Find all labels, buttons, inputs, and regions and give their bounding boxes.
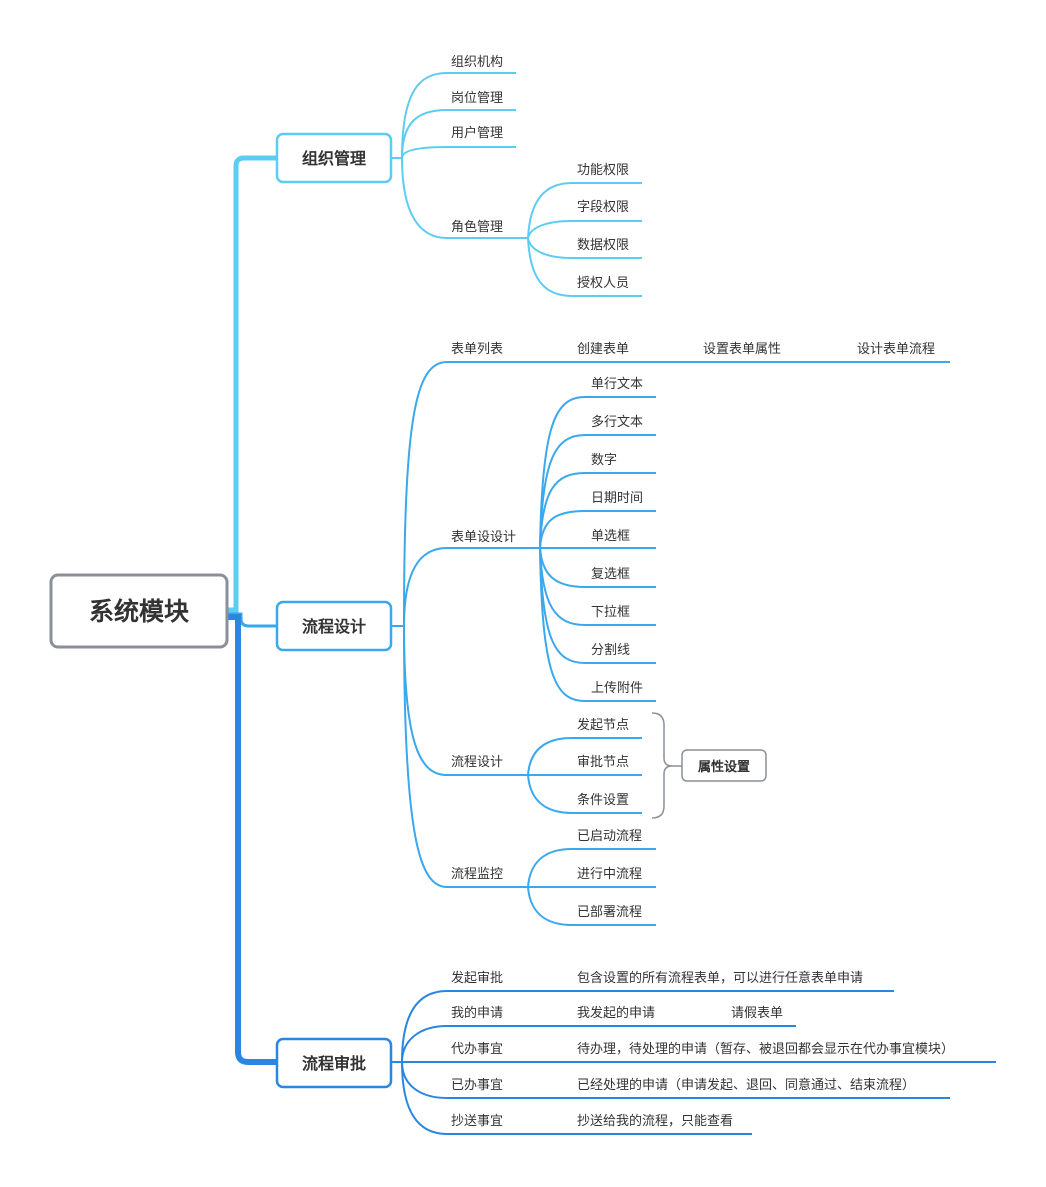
field-checkbox[interactable]: 复选框 <box>591 567 630 582</box>
topic-auth-users[interactable]: 授权人员 <box>577 275 629 291</box>
topic-initiate[interactable]: 发起审批 <box>451 970 503 986</box>
topic-role-mgmt[interactable]: 角色管理 <box>451 219 503 235</box>
topic-form-props[interactable]: 设置表单属性 <box>703 342 781 357</box>
topic-process-design[interactable]: 流程设计 <box>451 755 503 770</box>
connector-monitor-2 <box>527 886 656 926</box>
topic-my-requests[interactable]: 我的申请 <box>451 1005 503 1021</box>
topic-func-perm[interactable]: 功能权限 <box>577 162 629 178</box>
desc-my-requests[interactable]: 我发起的申请 <box>577 1005 655 1021</box>
org-node[interactable]: 组织管理 <box>275 132 393 184</box>
topic-form-design[interactable]: 表单设设计 <box>451 530 516 545</box>
root-label: 系统模块 <box>89 597 189 626</box>
summary-bracket <box>651 712 682 819</box>
connector-field-3 <box>539 510 656 549</box>
connector-field-0 <box>539 396 656 549</box>
node-approve[interactable]: 审批节点 <box>577 755 629 770</box>
field-datetime[interactable]: 日期时间 <box>591 491 643 506</box>
connector-monitor <box>403 625 528 888</box>
field-multi-text[interactable]: 多行文本 <box>591 414 643 430</box>
root-node[interactable]: 系统模块 <box>49 573 229 649</box>
root-connectors <box>225 155 280 1065</box>
field-radio[interactable]: 单选框 <box>591 529 630 544</box>
topic-todo[interactable]: 代办事宜 <box>451 1042 503 1057</box>
topic-post-mgmt[interactable]: 岗位管理 <box>451 91 503 106</box>
connector-org-struct <box>401 72 516 159</box>
connector-field-1 <box>539 434 656 549</box>
connector-process-design <box>403 625 528 776</box>
branch-flow <box>391 361 950 926</box>
topic-monitor[interactable]: 流程监控 <box>451 867 503 882</box>
connector-role-mgmt <box>401 157 528 239</box>
topic-cc[interactable]: 抄送事宜 <box>451 1114 503 1129</box>
monitor-deployed[interactable]: 已部署流程 <box>577 905 642 920</box>
org-label: 组织管理 <box>302 149 366 168</box>
topic-form-flow[interactable]: 设计表单流程 <box>857 342 935 357</box>
field-single-text[interactable]: 单行文本 <box>591 377 643 392</box>
connector-auth-users <box>527 237 642 297</box>
desc-todo[interactable]: 待办理，待处理的申请（暂存、被退回都会显示在代办事宜模块） <box>577 1041 954 1057</box>
connector-approve-1 <box>401 1025 796 1063</box>
monitor-started[interactable]: 已启动流程 <box>577 829 642 844</box>
topic-field-perm[interactable]: 字段权限 <box>577 199 629 215</box>
flow-node[interactable]: 流程设计 <box>275 600 393 652</box>
approve-label: 流程审批 <box>302 1054 366 1073</box>
flow-label: 流程设计 <box>302 617 366 636</box>
connector-monitor-0 <box>527 848 656 888</box>
topic-user-mgmt[interactable]: 用户管理 <box>451 125 503 141</box>
extra-leave-form[interactable]: 请假表单 <box>731 1006 783 1021</box>
connector-approve-4 <box>401 1061 752 1135</box>
desc-done[interactable]: 已经处理的申请（申请发起、退回、同意通过、结束流程） <box>577 1077 915 1093</box>
connector-form-design <box>403 547 540 627</box>
connector-post-mgmt <box>401 109 516 159</box>
connector-root-org <box>225 155 280 613</box>
connector-root-approve <box>225 614 280 1065</box>
monitor-running[interactable]: 进行中流程 <box>577 867 642 882</box>
topic-form-list[interactable]: 表单列表 <box>451 342 503 357</box>
field-upload[interactable]: 上传附件 <box>591 681 643 696</box>
connector-node-2 <box>527 774 642 814</box>
desc-cc[interactable]: 抄送给我的流程，只能查看 <box>577 1113 733 1129</box>
node-condition[interactable]: 条件设置 <box>577 792 629 808</box>
connector-node-0 <box>527 737 642 776</box>
desc-initiate[interactable]: 包含设置的所有流程表单，可以进行任意表单申请 <box>577 970 863 986</box>
connector-form-list <box>403 361 950 627</box>
field-number[interactable]: 数字 <box>591 453 617 468</box>
branch-approve <box>391 990 996 1135</box>
connector-field-2 <box>539 472 656 549</box>
summary-label: 属性设置 <box>698 759 750 775</box>
field-divider[interactable]: 分割线 <box>591 642 630 658</box>
topic-org-struct[interactable]: 组织机构 <box>451 55 503 70</box>
summary-node[interactable]: 属性设置 <box>681 749 767 782</box>
topic-done[interactable]: 已办事宜 <box>451 1078 503 1093</box>
connector-user-mgmt <box>401 146 516 159</box>
topic-data-perm[interactable]: 数据权限 <box>577 237 629 253</box>
connector-func-perm <box>527 182 642 239</box>
field-dropdown[interactable]: 下拉框 <box>591 605 630 620</box>
node-start[interactable]: 发起节点 <box>577 717 629 733</box>
branch-org <box>391 72 642 297</box>
connector-approve-0 <box>401 990 894 1063</box>
approve-node[interactable]: 流程审批 <box>275 1037 393 1089</box>
topic-create-form[interactable]: 创建表单 <box>577 342 629 357</box>
connector-field-8 <box>539 547 656 702</box>
connector-field-perm <box>527 220 642 239</box>
